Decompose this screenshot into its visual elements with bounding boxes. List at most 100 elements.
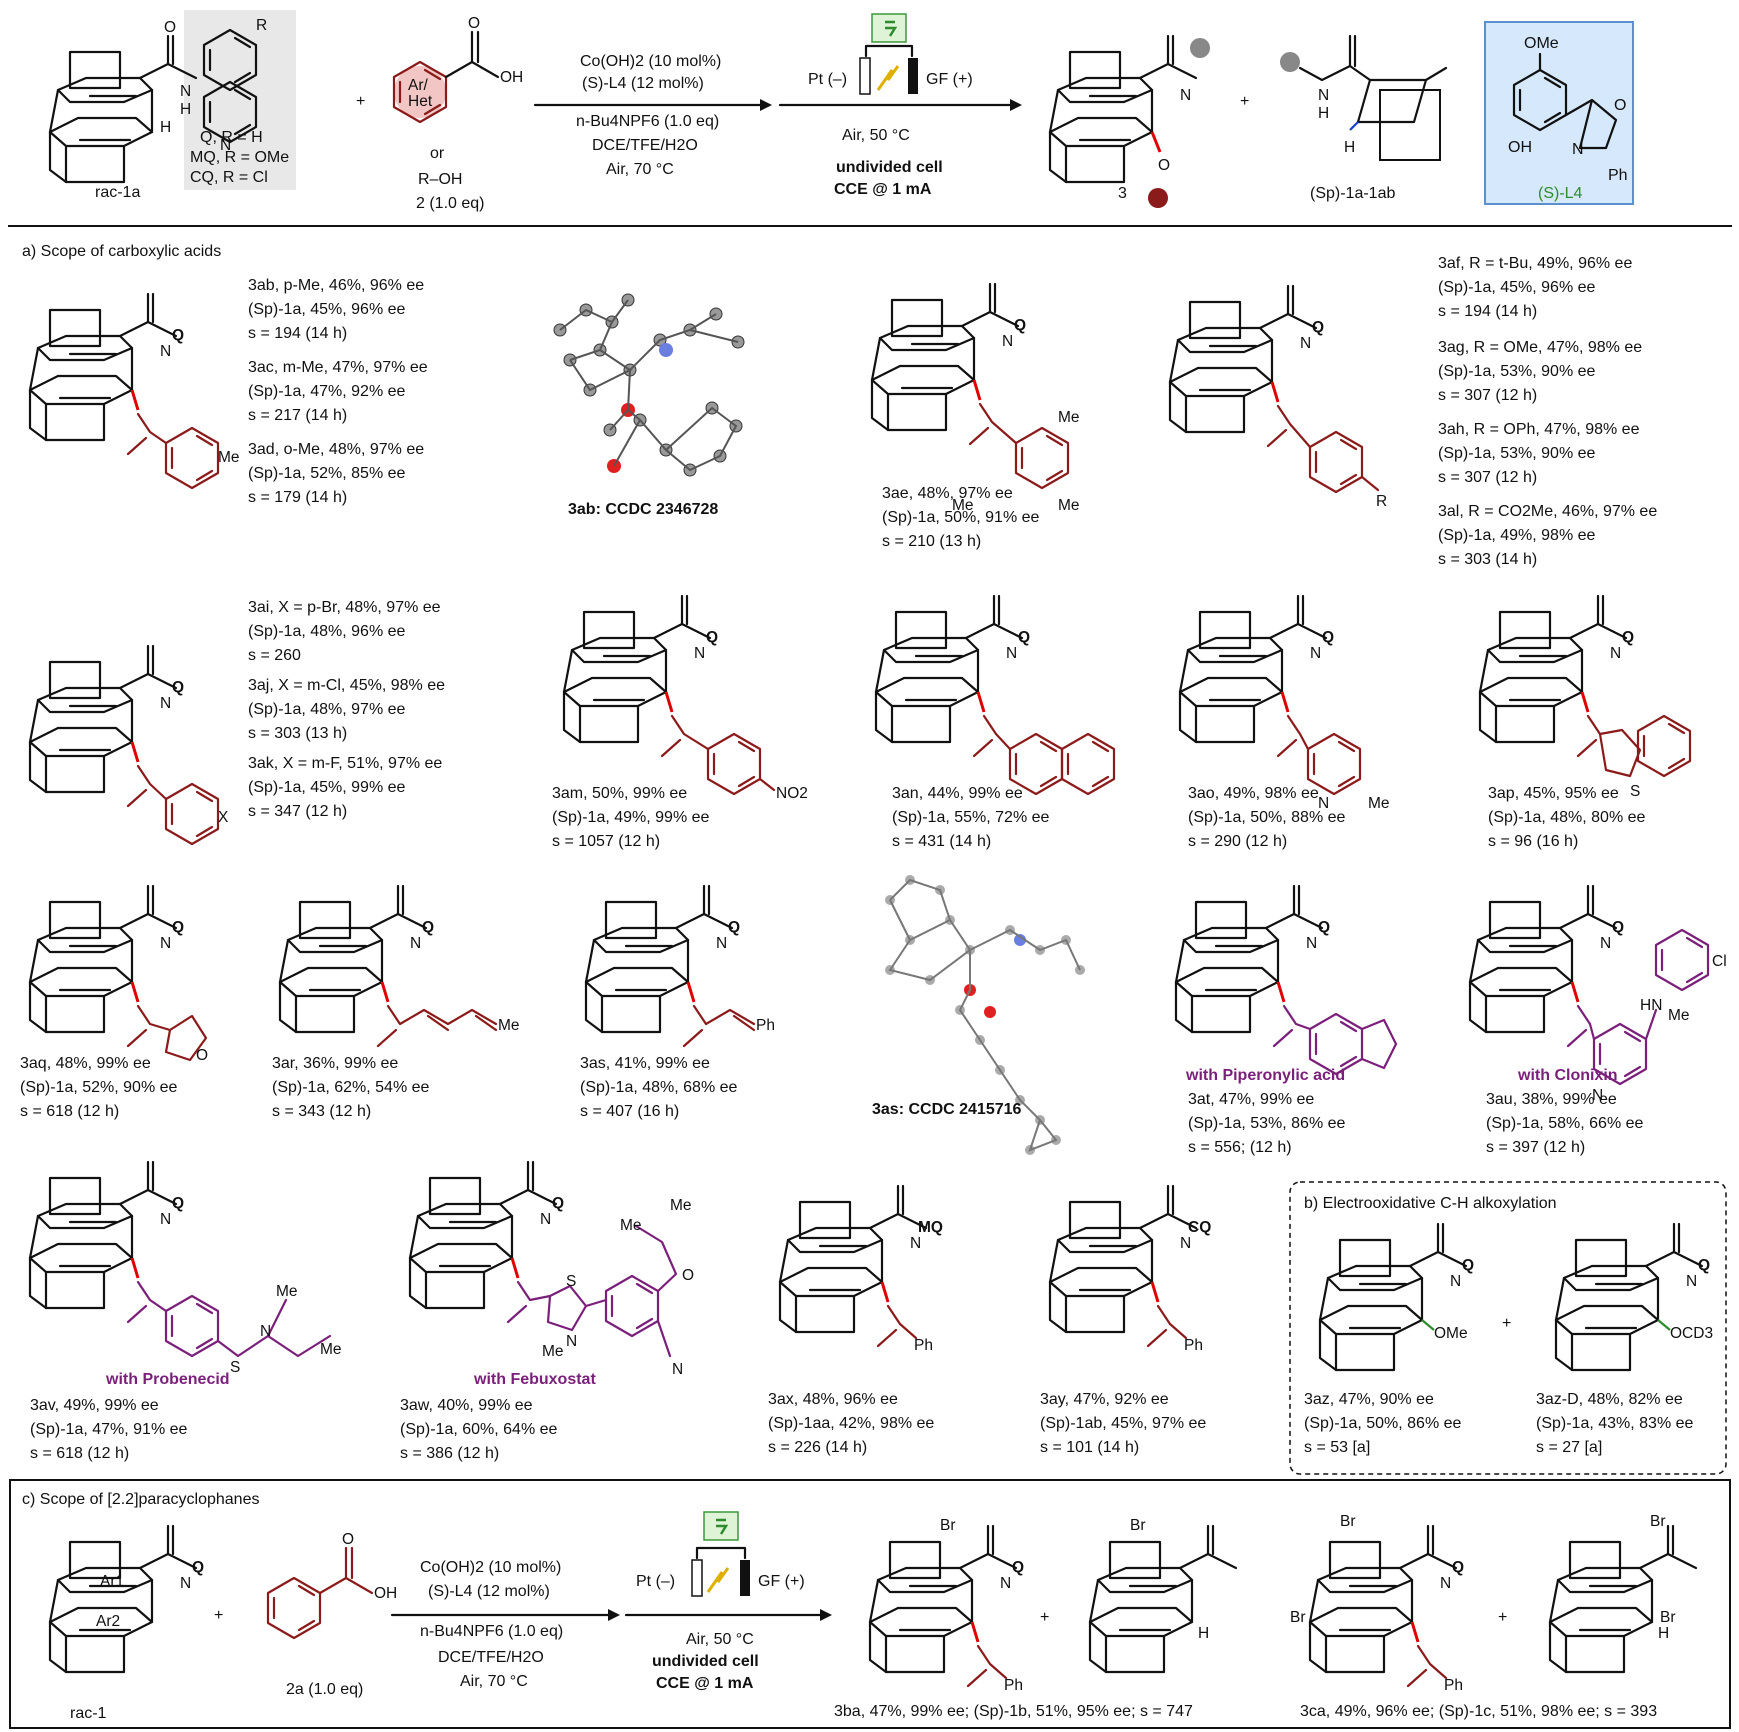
g2-n: N: [1300, 335, 1311, 352]
structure-3ca: N Q Br Br Ph: [1290, 1513, 1464, 1694]
3au-me: Me: [1668, 1007, 1690, 1024]
g3-l8: s = 347 (12 h): [248, 803, 347, 820]
3ar-l0: 3ar, 36%, 99% ee: [272, 1055, 398, 1072]
c-gf-electrode: [740, 1560, 750, 1596]
3av-me2: Me: [320, 1341, 342, 1358]
structure-3ax: N MQ Ph: [778, 1184, 943, 1354]
3aq-l2: s = 618 (12 h): [20, 1103, 119, 1120]
3an-l0: 3an, 44%, 99% ee: [892, 785, 1023, 802]
structure-3au: N Q HN N Cl Me: [1468, 884, 1727, 1104]
section-c-plus2: +: [1040, 1609, 1049, 1626]
xray2-label: 3as: CCDC 2415716: [872, 1101, 1022, 1118]
structure-3ba: N Q Br Ph: [868, 1517, 1024, 1694]
cond-4: DCE/TFE/H2O: [592, 137, 698, 154]
g2-r: R: [1376, 493, 1387, 510]
aux-q: Q, R = H: [200, 129, 263, 146]
3at-drug: with Piperonylic acid: [1185, 1067, 1345, 1084]
pt-electrode: [859, 57, 871, 95]
section-a-title: a) Scope of carboxylic acids: [22, 243, 221, 260]
structure-ligand: [1512, 52, 1618, 150]
structure-product-3: O N: [1048, 34, 1210, 208]
3aw-n: N: [540, 1211, 551, 1228]
structure-3av: N Q S N Me Me: [28, 1160, 342, 1376]
c-pt-electrode: [691, 1559, 703, 1597]
3av-n: N: [160, 1211, 171, 1228]
3ax-ph: Ph: [914, 1337, 933, 1354]
g3-l4: (Sp)-1a, 48%, 97% ee: [248, 701, 406, 718]
3au-l0: 3au, 38%, 99% ee: [1486, 1091, 1617, 1108]
3am-q: Q: [706, 629, 718, 646]
3ar-n: N: [410, 935, 421, 952]
cond-5: Air, 70 °C: [606, 161, 674, 178]
3ay-l1: (Sp)-1ab, 45%, 97% ee: [1040, 1415, 1206, 1432]
3azd-l2: s = 27 [a]: [1536, 1439, 1602, 1456]
rac1-ar1: Ar1: [100, 1573, 124, 1590]
g1-l4: (Sp)-1a, 47%, 92% ee: [248, 383, 406, 400]
structure-rac-1: N Q Ar1 Ar2: [48, 1524, 204, 1674]
3au-drug: with Clonixin: [1517, 1067, 1618, 1084]
3av-s: S: [230, 1359, 240, 1376]
acid-o: O: [468, 15, 480, 32]
c-cond-0: Co(OH)2 (10 mol%): [420, 1559, 561, 1576]
3aw-l2: s = 386 (12 h): [400, 1445, 499, 1462]
3ao-l0: 3ao, 49%, 98% ee: [1188, 785, 1319, 802]
3ae-n: N: [1002, 333, 1013, 350]
3ae-l1: (Sp)-1a, 50%, 91% ee: [882, 509, 1040, 526]
3ay-n: N: [1180, 1235, 1191, 1252]
acid-oh: OH: [500, 69, 523, 86]
g3-n: N: [160, 695, 171, 712]
3ae-me1: Me: [1058, 409, 1080, 426]
g2-l5: s = 307 (12 h): [1438, 387, 1537, 404]
3az-l2: s = 53 [a]: [1304, 1439, 1370, 1456]
cell-gf: GF (+): [926, 71, 973, 88]
3ax-l0: 3ax, 48%, 96% ee: [768, 1391, 898, 1408]
g3-l5: s = 303 (13 h): [248, 725, 347, 742]
structure-3ao: N Q N Me: [1178, 594, 1390, 812]
3aw-me2: Me: [620, 1217, 642, 1234]
3aw-q: Q: [552, 1195, 564, 1212]
3ca-ph: Ph: [1444, 1677, 1463, 1694]
cell-undivided: undivided cell: [836, 159, 943, 176]
3ar-l1: (Sp)-1a, 62%, 54% ee: [272, 1079, 430, 1096]
aux-r-label: R: [256, 17, 267, 34]
structure-recovered: N H H: [1280, 34, 1448, 161]
3at-l1: (Sp)-1a, 53%, 86% ee: [1188, 1115, 1346, 1132]
3ar-q: Q: [422, 919, 434, 936]
3azd-l1: (Sp)-1a, 43%, 83% ee: [1536, 1415, 1694, 1432]
ligand-label: (S)-L4: [1538, 185, 1583, 202]
atom-h: H: [180, 101, 191, 118]
structure-g1: N Q Me: [28, 292, 240, 490]
3av-l2: s = 618 (12 h): [30, 1445, 129, 1462]
structure-3ar: N Q Me: [278, 884, 520, 1048]
g3-q: Q: [172, 679, 184, 696]
g2-l3: 3ag, R = OMe, 47%, 98% ee: [1438, 339, 1642, 356]
3aq-l1: (Sp)-1a, 52%, 90% ee: [20, 1079, 178, 1096]
3au-q: Q: [1612, 919, 1624, 936]
3ba-result: 3ba, 47%, 99% ee; (Sp)-1b, 51%, 95% ee; …: [834, 1703, 1193, 1720]
3am-l0: 3am, 50%, 99% ee: [552, 785, 687, 802]
3aw-drug: with Febuxostat: [473, 1371, 596, 1388]
g3-l2: s = 260: [248, 647, 301, 664]
3ae-l2: s = 210 (13 h): [882, 533, 981, 550]
g1-l2: s = 194 (14 h): [248, 325, 347, 342]
reactant2-label: 2 (1.0 eq): [416, 195, 484, 212]
section-c-plus1: +: [214, 1607, 223, 1624]
section-c-title: c) Scope of [2.2]paracyclophanes: [22, 1491, 259, 1508]
g1-l7: (Sp)-1a, 52%, 85% ee: [248, 465, 406, 482]
3ae-me2: Me: [952, 497, 974, 514]
or-label: or: [430, 145, 445, 162]
3ay-ph: Ph: [1184, 1337, 1203, 1354]
section-c-plus3: +: [1498, 1609, 1507, 1626]
section-b-title: b) Electrooxidative C-H alkoxylation: [1304, 1195, 1557, 1212]
rec-n: N: [1318, 87, 1329, 104]
atom-h2: H: [160, 119, 171, 136]
3ao-me: Me: [1368, 795, 1390, 812]
g1-l3: 3ac, m-Me, 47%, 97% ee: [248, 359, 428, 376]
3an-n: N: [1006, 645, 1017, 662]
lig-ph: Ph: [1608, 167, 1628, 184]
3aw-me1: Me: [542, 1343, 564, 1360]
g1-l5: s = 217 (14 h): [248, 407, 347, 424]
c-cond-1: (S)-L4 (12 mol%): [428, 1583, 550, 1600]
structure-2a: O OH: [266, 1531, 397, 1640]
structure-3ay: N CQ Ph: [1048, 1184, 1211, 1354]
